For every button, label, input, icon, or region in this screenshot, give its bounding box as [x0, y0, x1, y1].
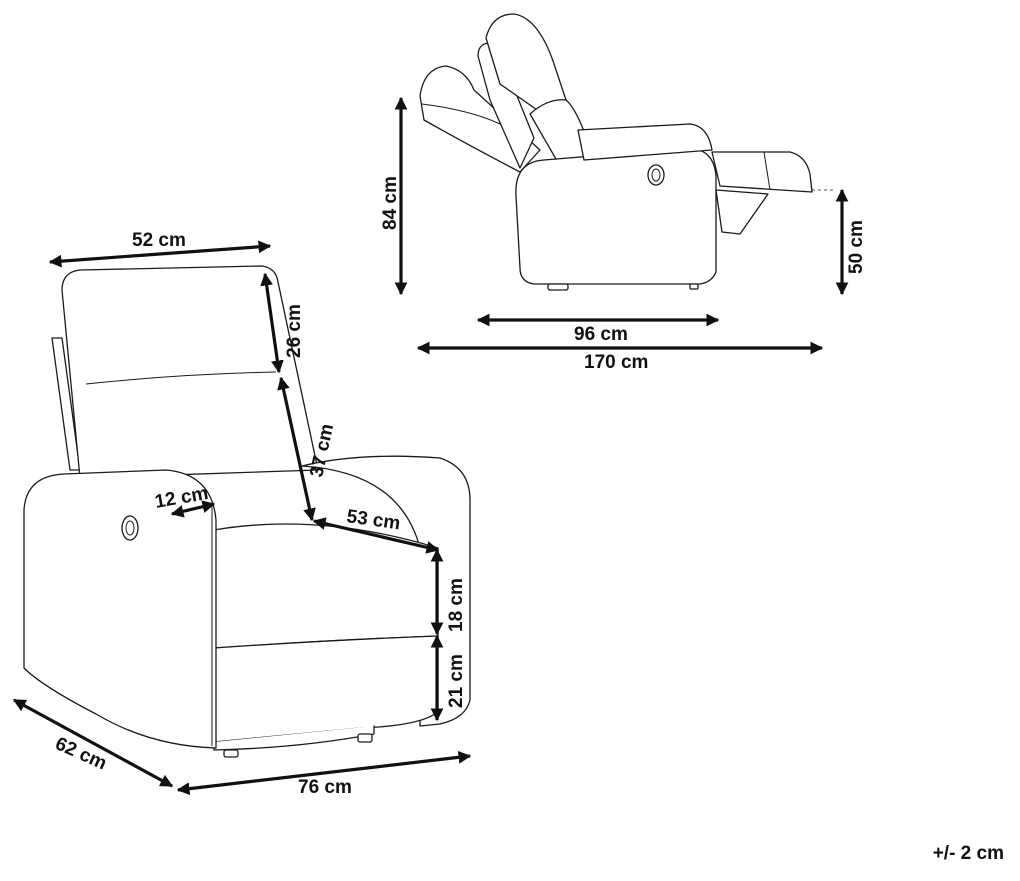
side-view-recliner — [419, 13, 836, 291]
dim-line-62 — [12, 698, 174, 788]
side-seat — [577, 123, 713, 161]
recline-button-inner — [125, 520, 135, 536]
tolerance-note: +/- 2 cm — [932, 843, 1004, 864]
foot-right — [357, 733, 373, 743]
label-footrest-height: 50 cm — [846, 220, 867, 274]
footrest — [711, 151, 813, 193]
label-reclined-length: 170 cm — [584, 352, 648, 373]
dim-line-12 — [170, 500, 216, 518]
dimension-lines — [12, 96, 849, 796]
side-rear-foot — [689, 283, 699, 290]
side-arm — [515, 147, 717, 285]
side-base-foot — [547, 283, 569, 291]
label-width: 76 cm — [298, 777, 352, 798]
left-arm — [23, 469, 217, 749]
dim-line-37 — [277, 376, 316, 522]
dim-line-76 — [176, 750, 472, 796]
backrest — [61, 265, 319, 479]
label-seat-base: 21 cm — [446, 654, 467, 708]
front-view-recliner — [23, 265, 471, 758]
footrest-seam — [763, 151, 771, 191]
footrest-mechanism — [715, 189, 769, 235]
side-recline-button-icon — [647, 164, 665, 186]
label-width-top: 52 cm — [132, 230, 186, 251]
label-height: 84 cm — [380, 176, 401, 230]
side-recline-button-inner — [651, 168, 661, 182]
dim-line-53 — [312, 517, 440, 554]
dim-line-52 — [48, 240, 272, 268]
reclined-backrest-seam — [421, 103, 501, 125]
label-depth-side: 96 cm — [574, 324, 628, 345]
label-depth: 62 cm — [52, 733, 110, 774]
label-seat-cushion: 18 cm — [446, 578, 467, 632]
label-headrest: 26 cm — [284, 304, 305, 358]
foot-left — [223, 749, 239, 758]
recline-button-icon — [121, 515, 139, 541]
headrest-seam — [85, 371, 277, 385]
seat-base — [213, 635, 439, 743]
dim-line-26 — [260, 272, 284, 374]
